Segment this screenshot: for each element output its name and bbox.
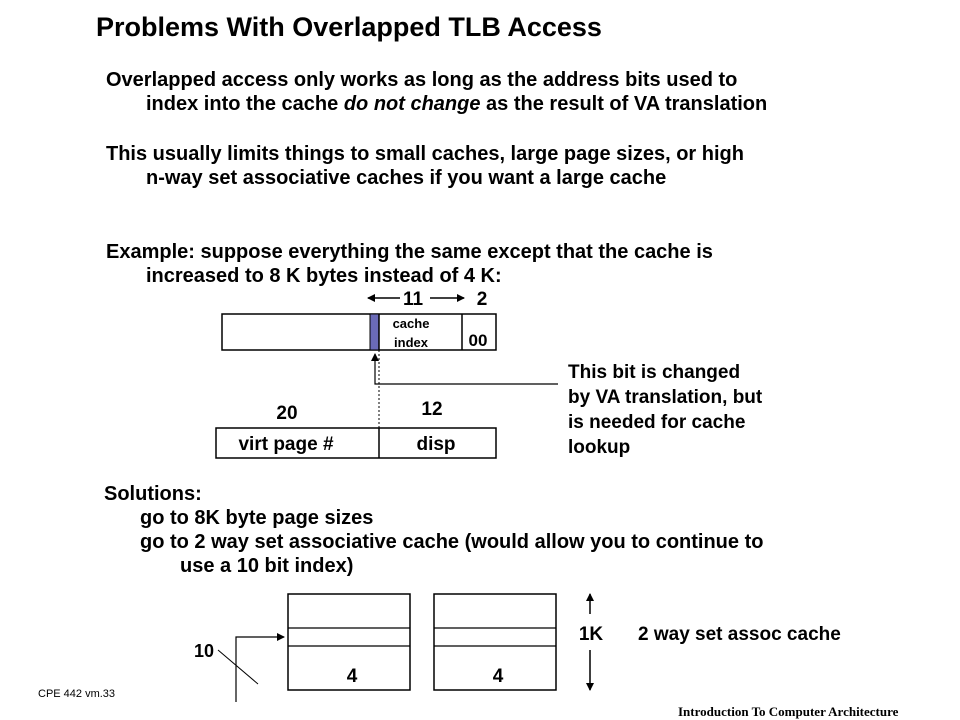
cache-caption: 2 way set assoc cache bbox=[638, 624, 841, 645]
byte-offset-label: 00 bbox=[469, 331, 488, 350]
cache-way-2 bbox=[433, 593, 557, 691]
disp-bits-label: 12 bbox=[421, 399, 442, 420]
page-title: Problems With Overlapped TLB Access bbox=[96, 12, 602, 42]
paragraph-line: Overlapped access only works as long as … bbox=[106, 69, 738, 91]
index-pointer-arrow bbox=[235, 633, 285, 702]
solutions-list: Solutions: go to 8K byte page sizes go t… bbox=[104, 482, 763, 578]
index-width-slash bbox=[217, 649, 259, 685]
changed-bit-pointer-arrow bbox=[371, 353, 558, 385]
cache-index-label: cache bbox=[393, 316, 430, 331]
way-2-width-label: 4 bbox=[493, 666, 504, 687]
bit-label-11: 11 bbox=[403, 289, 424, 310]
emphasis-text: do not change bbox=[343, 93, 481, 115]
solution-item: use a 10 bit index) bbox=[180, 555, 354, 577]
text-run: index into the cache bbox=[146, 93, 344, 115]
paragraph-example: Example: suppose everything the same exc… bbox=[106, 240, 713, 288]
virt-page-label: virt page # bbox=[238, 434, 333, 455]
text-run: as the result of VA translation bbox=[480, 93, 768, 115]
index-bits-label: 10 bbox=[194, 641, 214, 661]
way-1-width-label: 4 bbox=[347, 666, 358, 687]
paragraph-line: index into the cache do not change as th… bbox=[106, 92, 767, 116]
footer-title: Introduction To Computer Architecture bbox=[678, 704, 899, 719]
paragraph-line: increased to 8 K bytes instead of 4 K: bbox=[146, 265, 502, 287]
bit-label-2: 2 bbox=[477, 289, 488, 310]
cache-size-label: 1K bbox=[579, 624, 604, 645]
footer-course-label: CPE 442 vm.33 bbox=[38, 688, 116, 700]
translation-note: This bit is changed by VA translation, b… bbox=[568, 360, 762, 460]
virtual-address-box bbox=[215, 427, 497, 459]
cache-way-1 bbox=[287, 593, 411, 691]
note-line: is needed for cache bbox=[568, 412, 746, 433]
note-line: This bit is changed bbox=[568, 362, 741, 383]
note-line: by VA translation, but bbox=[568, 387, 763, 408]
solutions-heading: Solutions: bbox=[104, 483, 202, 505]
note-line: lookup bbox=[568, 437, 631, 458]
paragraph-limits: This usually limits things to small cach… bbox=[106, 142, 744, 190]
paragraph-line: This usually limits things to small cach… bbox=[106, 143, 744, 165]
paragraph-line: n-way set associative caches if you want… bbox=[146, 167, 667, 189]
paragraph-overlapped-access: Overlapped access only works as long as … bbox=[106, 68, 767, 116]
disp-label: disp bbox=[416, 434, 455, 455]
vpn-bits-label: 20 bbox=[276, 403, 297, 424]
cache-index-label: index bbox=[394, 335, 429, 350]
physical-address-box bbox=[221, 313, 497, 351]
paragraph-line: Example: suppose everything the same exc… bbox=[106, 241, 713, 263]
solution-item: go to 8K byte page sizes bbox=[140, 507, 374, 529]
changed-bit-cell bbox=[369, 313, 380, 351]
solution-item: go to 2 way set associative cache (would… bbox=[140, 531, 764, 553]
